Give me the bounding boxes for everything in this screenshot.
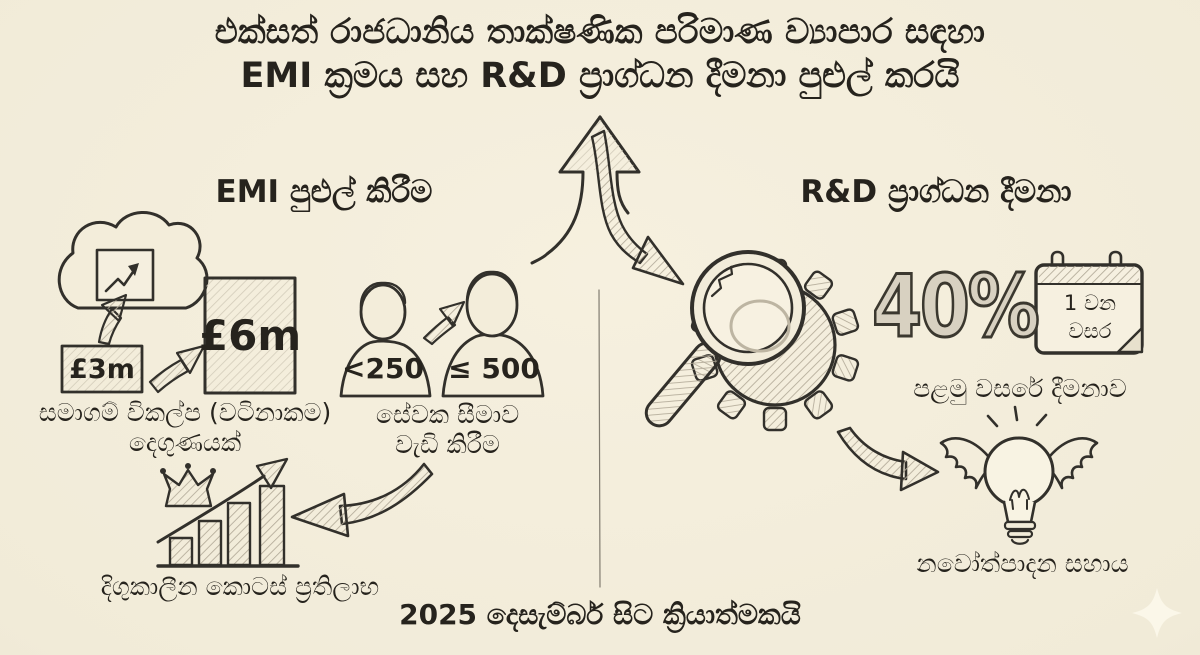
employee-caption-line1: සේවක සීමාව (375, 400, 520, 429)
option-value-caption-line1: සමාගම් විකල්ප (වටිනාකම) (38, 398, 332, 427)
allowance-percent: 40% (871, 256, 1041, 359)
title-line-2: EMI ක්‍රමය සහ R&D ප්‍රාග්ධන දීමනා පුළුල්… (240, 56, 960, 96)
rising-arrow-icon (156, 457, 289, 544)
cloud-growth-icon (57, 211, 209, 310)
employee-count-from: <250 (342, 352, 424, 385)
magnifier-gear-icon (644, 250, 860, 432)
shares-caption: දිගුකාලීන කොටස් ප්‍රතිලාභ (100, 572, 380, 601)
option-value-caption-line2: දෙගුණයක් (128, 428, 242, 457)
calendar-icon (1034, 250, 1144, 355)
calendar-label-line1: 1 වන (1063, 291, 1117, 315)
money-box-large (203, 276, 297, 395)
winged-bulb-icon (939, 405, 1099, 545)
calendar-label-line2: වසර (1068, 319, 1112, 343)
right-section-heading: R&D ප්‍රාග්ධන දීමනා (800, 174, 1072, 210)
sparkle-icon (1132, 588, 1182, 638)
up-right-arrow-icon (422, 300, 466, 346)
title-line-1: එක්සත් රාජධානිය තාක්ෂණික පරිමාණ ව්‍යාපාර… (214, 12, 986, 52)
effective-date-text: 2025 දෙසැම්බර් සිට ක්‍රියාත්මකයි (399, 598, 801, 631)
split-arrow-icon (530, 115, 685, 286)
curved-up-arrow-icon (97, 293, 128, 346)
swoosh-arrow-icon (836, 426, 940, 492)
left-section-heading: EMI පුළුල් කිරීම (215, 174, 433, 210)
up-right-arrow-icon (148, 344, 206, 394)
left-arrow-icon (290, 462, 434, 538)
option-value-caption: සමාගම් විකල්ප (වටිනාකම) දෙගුණයක් (30, 398, 340, 458)
option-value-from: £3m (69, 353, 135, 385)
allowance-caption: පළමු වසරේ දීමනාව (913, 374, 1127, 403)
innovation-caption: නවෝත්පාදන සහාය (916, 549, 1129, 578)
person-large-icon (441, 270, 545, 398)
option-value-to: £6m (198, 311, 302, 360)
person-small-icon (339, 281, 432, 398)
employee-caption: සේවක සීමාව වැඩි කිරීම (350, 400, 545, 460)
divider-line (598, 289, 601, 588)
employee-count-to: ≤ 500 (448, 352, 540, 385)
employee-caption-line2: වැඩි කිරීම (395, 430, 500, 459)
trend-chart-icon (95, 248, 155, 302)
crown-icon (160, 463, 216, 508)
money-box-small (60, 344, 144, 394)
calendar-label: 1 වන වසර (1042, 289, 1138, 345)
